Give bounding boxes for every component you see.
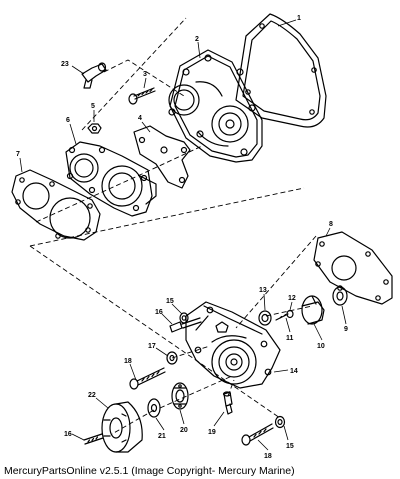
part-21-washer [147, 398, 161, 418]
part-14-pump-housing [185, 301, 281, 389]
image-caption: MercuryPartsOnline v2.5.1 (Image Copyrig… [4, 465, 295, 477]
callout-18-upper: 18 [124, 358, 132, 365]
callout-14: 14 [290, 368, 298, 375]
part-15-washer-lower [274, 415, 286, 429]
callout-3: 3 [143, 71, 147, 78]
callout-12: 12 [288, 295, 296, 302]
callout-17: 17 [148, 343, 156, 350]
part-19-fitting [222, 391, 233, 415]
part-2-cover-plate [168, 49, 263, 163]
part-13-seal [258, 310, 272, 326]
callout-6: 6 [66, 117, 70, 124]
callout-5: 5 [91, 103, 95, 110]
part-7-gasket [11, 169, 101, 241]
part-5-nut [87, 123, 102, 134]
callout-leader-lines [19, 19, 347, 451]
part-23-fitting [81, 62, 107, 89]
callout-23: 23 [61, 61, 69, 68]
part-22-pulley-cap [101, 401, 143, 453]
assembly-dashed-lines [29, 17, 317, 435]
callout-1: 1 [297, 15, 301, 22]
part-11-12-screw [275, 309, 294, 321]
part-9-washer [332, 286, 348, 306]
callout-16-lower: 16 [64, 431, 72, 438]
callout-15-upper: 15 [166, 298, 174, 305]
callout-numbers: 1 2 3 4 5 6 7 23 8 9 10 11 12 13 14 15 1… [16, 15, 348, 460]
callout-21: 21 [158, 433, 166, 440]
part-16-screw-lower [83, 433, 104, 445]
part-6-housing [65, 141, 157, 217]
callout-22: 22 [88, 392, 96, 399]
callout-2: 2 [195, 36, 199, 43]
part-4-plate [133, 125, 191, 189]
callout-8: 8 [329, 221, 333, 228]
exploded-parts-diagram: 1 2 3 4 5 6 7 23 8 9 10 11 12 13 14 15 1… [11, 13, 393, 460]
callout-15-lower: 15 [286, 443, 294, 450]
part-20-impeller-plate [171, 382, 189, 410]
part-15-washer-upper [179, 312, 189, 324]
part-1-cover-gasket [235, 13, 327, 128]
callout-9: 9 [344, 326, 348, 333]
part-8-gasket [313, 231, 393, 305]
callout-16-upper: 16 [155, 309, 163, 316]
part-18-bolt-lower [241, 423, 274, 446]
callout-4: 4 [138, 115, 142, 122]
callout-7: 7 [16, 151, 20, 158]
callout-19: 19 [208, 429, 216, 436]
callout-18-lower: 18 [264, 453, 272, 460]
part-16-screw-upper [169, 317, 202, 333]
callout-11: 11 [286, 335, 294, 342]
part-18-bolt-upper [129, 367, 166, 390]
part-10-thermostat [301, 295, 325, 325]
part-17-washer [166, 351, 178, 365]
callout-20: 20 [180, 427, 188, 434]
callout-10: 10 [317, 343, 325, 350]
callout-13: 13 [259, 287, 267, 294]
part-3-screw [128, 87, 156, 105]
